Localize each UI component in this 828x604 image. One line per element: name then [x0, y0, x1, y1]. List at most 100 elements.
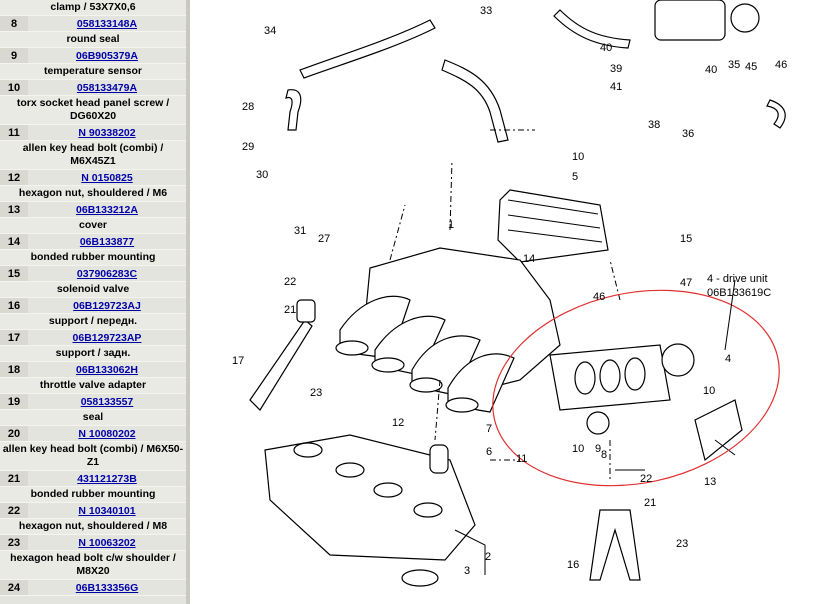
- part-number-link[interactable]: 058133479A: [76, 81, 138, 94]
- callout-number: 47: [680, 277, 692, 289]
- part-description: torx socket head panel screw / DG60X20: [0, 96, 186, 125]
- part-description: support / передн.: [0, 314, 186, 330]
- part-number-index: 13: [0, 202, 28, 217]
- callout-number: 46: [775, 59, 787, 71]
- part-description: allen key head bolt (combi) / M6X50-Z1: [0, 442, 186, 471]
- callout-number: 38: [648, 119, 660, 131]
- callout-number: 34: [264, 25, 276, 37]
- part-description: clamp / 53X7X0,6: [0, 0, 186, 16]
- callout-number: 11: [516, 453, 527, 465]
- part-number-link[interactable]: N 90338202: [78, 126, 136, 139]
- part-number-index: 20: [0, 426, 28, 441]
- callout-number: 6: [486, 446, 492, 458]
- part-row[interactable]: 14 06B133877: [0, 234, 186, 250]
- callout-number: 33: [480, 5, 492, 17]
- part-description: hexagon nut, shouldered / M6: [0, 186, 186, 202]
- part-number-link[interactable]: 06B905379A: [76, 49, 138, 62]
- part-row[interactable]: 11 N 90338202: [0, 125, 186, 141]
- drive-unit-annotation-partno: 06B133619C: [707, 287, 771, 299]
- callout-number: 17: [232, 355, 244, 367]
- callout-number: 45: [745, 61, 757, 73]
- callout-number: 13: [704, 476, 716, 488]
- part-number-index: 21: [0, 471, 28, 486]
- part-row[interactable]: 10 058133479A: [0, 80, 186, 96]
- callout-number: 31: [294, 225, 306, 237]
- part-row[interactable]: 16 06B129723AJ: [0, 298, 186, 314]
- part-number-index: 23: [0, 535, 28, 550]
- callout-number: 3: [464, 565, 470, 577]
- callout-number: 41: [610, 81, 622, 93]
- part-description: hexagon head bolt c/w shoulder / M8X20: [0, 551, 186, 580]
- part-number-link[interactable]: N 10080202: [78, 427, 136, 440]
- drive-unit-annotation-title: 4 - drive unit: [707, 273, 768, 285]
- callout-number: 5: [572, 171, 578, 183]
- part-row[interactable]: 9 06B905379A: [0, 48, 186, 64]
- part-number-index: 14: [0, 234, 28, 249]
- part-row[interactable]: 13 06B133212A: [0, 202, 186, 218]
- part-row[interactable]: 15 037906283C: [0, 266, 186, 282]
- part-row[interactable]: 18 06B133062H: [0, 362, 186, 378]
- part-number-link[interactable]: 06B129723AJ: [73, 299, 141, 312]
- callout-number: 23: [310, 387, 322, 399]
- part-number-index: 15: [0, 266, 28, 281]
- callout-number: 28: [242, 101, 254, 113]
- part-number-link[interactable]: 06B133877: [79, 235, 135, 248]
- part-number-link[interactable]: 06B133062H: [76, 363, 138, 376]
- callout-number: 16: [567, 559, 579, 571]
- part-description: solenoid valve: [0, 282, 186, 298]
- callout-number: 1: [448, 219, 454, 231]
- part-number-index: 18: [0, 362, 28, 377]
- part-number-link[interactable]: 06B133356G: [75, 581, 139, 594]
- part-row[interactable]: 8 058133148A: [0, 16, 186, 32]
- part-row[interactable]: 24 06B133356G: [0, 580, 186, 596]
- part-number-link[interactable]: N 10063202: [78, 536, 136, 549]
- callout-number: 36: [682, 128, 694, 140]
- callout-number: 10: [703, 385, 715, 397]
- part-description: bonded rubber mounting: [0, 250, 186, 266]
- part-number-link[interactable]: 058133557: [80, 395, 134, 408]
- callout-number: 27: [318, 233, 330, 245]
- part-number-link[interactable]: N 0150825: [81, 171, 133, 184]
- callout-number: 4: [725, 353, 731, 365]
- callout-number: 10: [572, 443, 584, 455]
- part-row[interactable]: 23 N 10063202: [0, 535, 186, 551]
- callout-number: 40: [705, 64, 717, 76]
- part-description: allen key head bolt (combi) / M6X45Z1: [0, 141, 186, 170]
- part-number-link[interactable]: 06B129723AP: [72, 331, 142, 344]
- part-number-index: 22: [0, 503, 28, 518]
- callout-number: 8: [601, 449, 607, 461]
- part-number-link[interactable]: 058133148A: [76, 17, 138, 30]
- callout-number: 30: [256, 169, 268, 181]
- callout-number: 29: [242, 141, 254, 153]
- part-number-index: 11: [0, 125, 28, 140]
- part-row[interactable]: 21 431121273B: [0, 471, 186, 487]
- part-number-index: 24: [0, 580, 28, 595]
- part-description: hexagon nut, shouldered / M8: [0, 519, 186, 535]
- part-description: throttle valve adapter: [0, 378, 186, 394]
- callout-number: 15: [680, 233, 692, 245]
- part-number-index: 16: [0, 298, 28, 313]
- panel-divider: [186, 0, 190, 604]
- callout-number: 21: [644, 497, 656, 509]
- callout-number: 10: [572, 151, 584, 163]
- part-number-link[interactable]: 06B133212A: [76, 203, 138, 216]
- part-number-link[interactable]: N 10340101: [78, 504, 136, 517]
- part-number-index: 8: [0, 16, 28, 31]
- part-description: round seal: [0, 32, 186, 48]
- part-description: bonded rubber mounting: [0, 487, 186, 503]
- part-row[interactable]: 20 N 10080202: [0, 426, 186, 442]
- callout-number: 2: [485, 551, 491, 563]
- part-number-link[interactable]: 431121273B: [77, 472, 137, 485]
- part-row[interactable]: 22 N 10340101: [0, 503, 186, 519]
- callout-number: 35: [728, 59, 740, 71]
- callout-number: 22: [640, 473, 652, 485]
- part-number-index: 10: [0, 80, 28, 95]
- callout-number: 39: [610, 63, 622, 75]
- part-number-index: 9: [0, 48, 28, 63]
- part-number-link[interactable]: 037906283C: [76, 267, 138, 280]
